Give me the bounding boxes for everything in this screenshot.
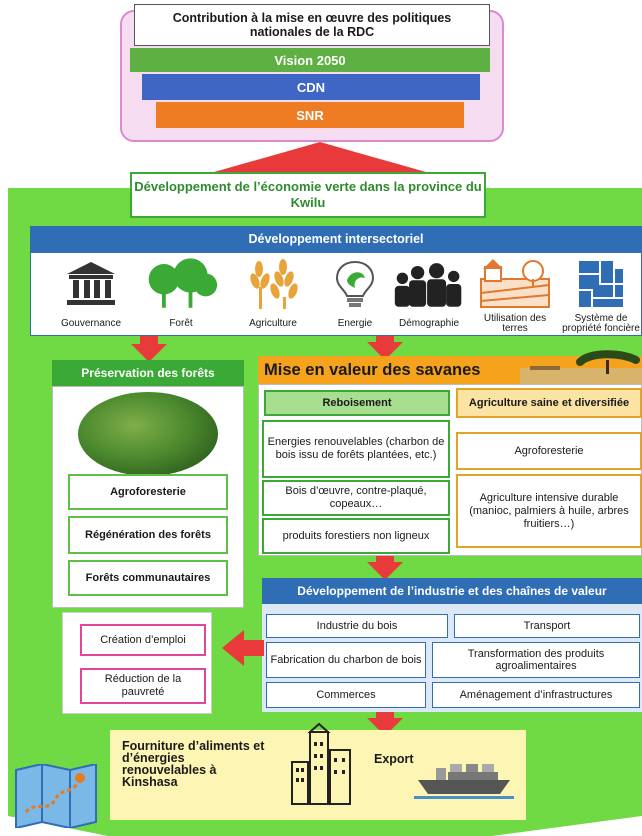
- export-label: Export: [374, 752, 414, 766]
- agriculture-item-agroforestry: Agroforesterie: [456, 432, 642, 470]
- reforestation-header: Reboisement: [264, 390, 450, 416]
- snr-bar: SNR: [156, 102, 464, 128]
- forest-canopy-image: [78, 392, 218, 476]
- arrow-down-icon: [367, 562, 403, 580]
- cargo-ship-icon: [414, 764, 514, 799]
- forest-item-community: Forêts communautaires: [68, 560, 228, 596]
- arrow-left-icon: [222, 630, 244, 666]
- arrow-stem: [376, 712, 394, 720]
- forest-item-agroforestry: Agroforesterie: [68, 474, 228, 510]
- intersectoral-panel: Gouvernance Forêt Agriculture Energie Dé…: [30, 252, 642, 336]
- trees-icon: [143, 257, 219, 311]
- industry-item-infrastructure: Aménagement d’infrastructures: [432, 682, 640, 708]
- sector-label: Agriculture: [249, 318, 297, 329]
- people-icon: [391, 257, 467, 311]
- map-route-icon: [15, 764, 97, 828]
- arrow-stem: [376, 336, 394, 344]
- green-economy-title: Développement de l’économie verte dans l…: [130, 172, 486, 218]
- forest-item-regeneration: Régénération des forêts: [68, 516, 228, 554]
- reforestation-item-timber: Bois d’œuvre, contre-plaqué, copeaux…: [262, 480, 450, 516]
- industry-item-charcoal: Fabrication du charbon de bois: [266, 642, 426, 678]
- reforestation-item-ntfp: produits forestiers non ligneux: [262, 518, 450, 554]
- industry-item-agro-processing: Transformation des produits agroalimenta…: [432, 642, 640, 678]
- land-use-icon: [477, 257, 553, 311]
- arrow-down-icon: [367, 342, 403, 360]
- sector-demography: Démographie: [391, 253, 467, 337]
- reforestation-item-energy: Energies renouvelables (charbon de bois …: [262, 420, 450, 478]
- land-tenure-icon: [563, 257, 639, 311]
- agriculture-header: Agriculture saine et diversifiée: [456, 388, 642, 418]
- intersectoral-header: Développement intersectoriel: [30, 226, 642, 252]
- arrow-up-icon: [200, 142, 440, 176]
- vision-2050-bar: Vision 2050: [130, 48, 490, 72]
- agriculture-item-intensive: Agriculture intensive durable (manioc, p…: [456, 474, 642, 548]
- sector-label: Démographie: [398, 318, 460, 329]
- sector-land-use: Utilisation des terres: [477, 253, 553, 337]
- wheat-icon: [235, 257, 311, 311]
- industry-item-transport: Transport: [454, 614, 640, 638]
- industry-item-wood: Industrie du bois: [266, 614, 448, 638]
- industry-header: Développement de l’industrie et des chaî…: [262, 578, 642, 604]
- sector-label: Utilisation des terres: [483, 313, 547, 334]
- arrow-down-icon: [131, 344, 167, 362]
- policy-title: Contribution à la mise en œuvre des poli…: [134, 4, 490, 46]
- arrow-stem: [376, 556, 394, 564]
- industry-item-commerce: Commerces: [266, 682, 426, 708]
- sector-land-tenure: Système de propriété foncière: [562, 253, 640, 337]
- outcome-poverty-reduction: Réduction de la pauvreté: [80, 668, 206, 704]
- sector-label: Forêt: [169, 318, 193, 329]
- savanna-landscape-image: [520, 350, 642, 384]
- sector-label: Energie: [337, 318, 373, 329]
- sector-label: Gouvernance: [60, 318, 122, 329]
- sector-forest: Forêt: [143, 253, 219, 337]
- sector-agriculture: Agriculture: [235, 253, 311, 337]
- sector-label: Système de propriété foncière: [562, 313, 640, 334]
- government-building-icon: [53, 257, 129, 311]
- forest-preservation-header: Préservation des forêts: [52, 360, 244, 386]
- arrow-stem: [140, 336, 158, 346]
- sector-energy: Energie: [317, 253, 393, 337]
- bottom-corner-cut-right: [492, 816, 642, 836]
- outcome-employment: Création d’emploi: [80, 624, 206, 656]
- lightbulb-icon: [317, 257, 393, 311]
- city-buildings-icon: [291, 722, 351, 805]
- supply-kinshasa-text: Fourniture d’aliments et d’énergies reno…: [122, 739, 265, 789]
- cdn-bar: CDN: [142, 74, 480, 100]
- arrow-stem: [242, 640, 264, 656]
- sector-governance: Gouvernance: [53, 253, 129, 337]
